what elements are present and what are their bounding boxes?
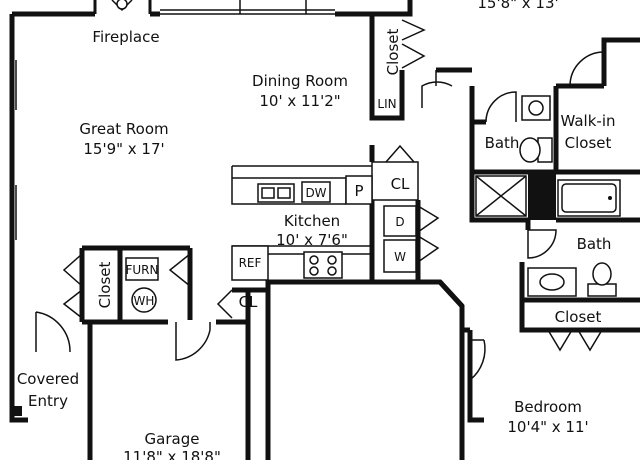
closet-left-label: Closet [96,262,114,309]
garage-label: Garage [145,430,200,448]
closet-bedroom-label: Closet [555,308,602,326]
walls [9,0,640,460]
room-labels: Fireplace Dining Room 10' x 11'2" Great … [17,0,616,460]
bath-fixtures [475,95,621,297]
top-bedroom-dims: 15'8" x 13' [477,0,558,12]
dining-room-label: Dining Room [252,72,348,90]
garage-dims: 11'8" x 18'8" [123,448,221,460]
kitchen-dims: 10' x 7'6" [276,231,348,249]
bath-top-label: Bath [485,134,520,152]
cl-kitchen-label: CL [391,175,410,193]
utility-fixtures [12,257,159,416]
dishwasher-label: DW [305,186,326,200]
walkin-label-1: Walk-in [560,112,615,130]
covered-entry-label-2: Entry [28,392,68,410]
dryer-label: D [395,215,404,229]
water-heater-label: WH [134,294,155,308]
closet-top-label: Closet [384,29,402,76]
bath-right-label: Bath [577,235,612,253]
great-room-dims: 15'9" x 17' [83,140,164,158]
refrigerator-label: REF [239,256,262,270]
bedroom-dims: 10'4" x 11' [507,418,588,436]
dining-room-dims: 10' x 11'2" [259,92,340,110]
kitchen-fixtures [231,165,417,281]
windows [15,0,335,240]
cl-garage-label: CL [239,293,258,311]
kitchen-label: Kitchen [284,212,340,230]
walkin-label-2: Closet [565,134,612,152]
pantry-label: P [354,182,363,200]
bedroom-label: Bedroom [514,398,582,416]
washer-label: W [394,250,406,264]
great-room-label: Great Room [79,120,168,138]
fireplace-icon [111,0,133,12]
fireplace-label: Fireplace [92,28,159,46]
linen-label: LIN [377,97,396,111]
doors [35,19,605,381]
covered-entry-label-1: Covered [17,370,79,388]
furnace-label: FURN [126,263,159,277]
